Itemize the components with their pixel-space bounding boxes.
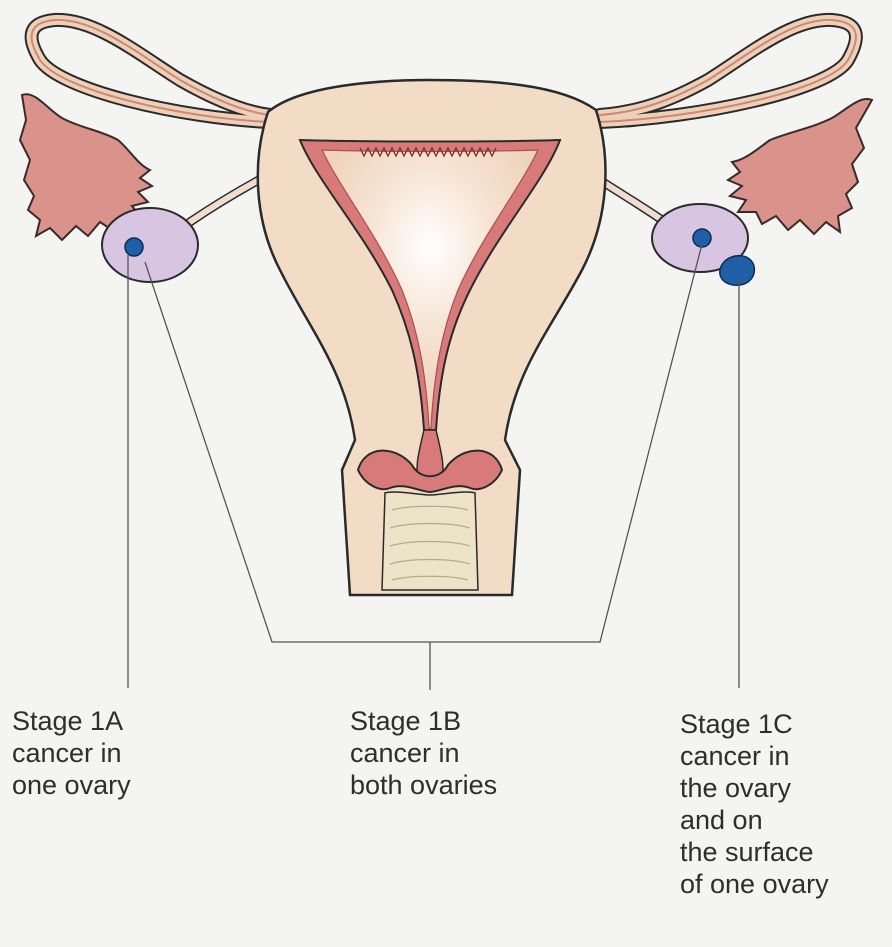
- stage-1c-line-5: of one ovary: [680, 868, 829, 900]
- stage-1c-line-3: and on: [680, 804, 829, 836]
- stage-1a-line-1: cancer in: [12, 737, 131, 769]
- stage-1b-title: Stage 1B: [350, 705, 497, 737]
- stage-1c-title: Stage 1C: [680, 708, 829, 740]
- stage-1a-line-2: one ovary: [12, 769, 131, 801]
- right-fallopian-tube: [600, 20, 856, 122]
- stage-1b-line-1: cancer in: [350, 737, 497, 769]
- left-ovary: [102, 208, 198, 282]
- stage-1c-line-4: the surface: [680, 836, 829, 868]
- left-fallopian-tube: [32, 20, 270, 122]
- stage-1c-line-1: cancer in: [680, 740, 829, 772]
- right-fimbriae: [728, 99, 872, 234]
- left-ovary-tumor: [125, 238, 143, 256]
- right-ovary-surface-tumor: [720, 256, 755, 286]
- stage-1b-line-2: both ovaries: [350, 769, 497, 801]
- stage-1c-line-2: the ovary: [680, 772, 829, 804]
- label-stage-1b: Stage 1B cancer in both ovaries: [350, 705, 497, 801]
- label-stage-1a: Stage 1A cancer in one ovary: [12, 705, 131, 801]
- label-stage-1c: Stage 1C cancer in the ovary and on the …: [680, 708, 829, 900]
- stage-1a-title: Stage 1A: [12, 705, 131, 737]
